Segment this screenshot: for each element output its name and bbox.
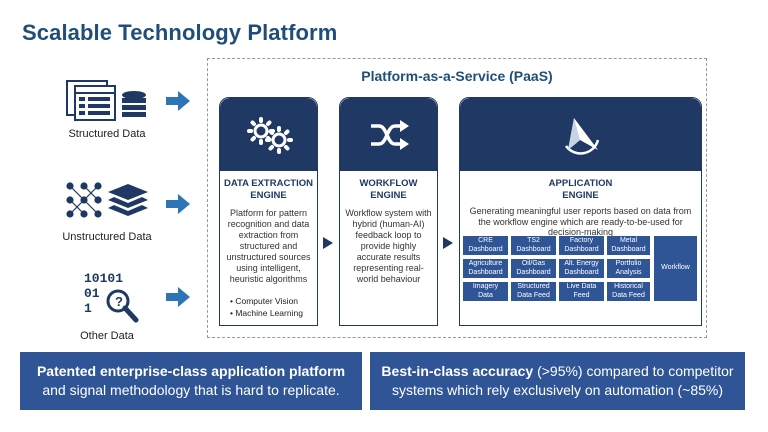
paas-title: Platform-as-a-Service (PaaS) bbox=[361, 68, 553, 84]
gears-icon bbox=[220, 98, 317, 171]
tile-workflow: Workflow bbox=[654, 236, 697, 301]
network-layers-icon bbox=[64, 180, 150, 229]
svg-text:?: ? bbox=[115, 294, 123, 309]
accuracy-rest-text-1: (>95%) compared to competitor bbox=[533, 363, 734, 379]
source-label-structured: Structured Data bbox=[68, 128, 146, 140]
chevron-right-icon bbox=[321, 236, 335, 255]
binary-search-icon: 10101 01 1 ? bbox=[84, 270, 140, 329]
application-description: Generating meaningful user reports based… bbox=[469, 206, 692, 237]
arrow-right-icon bbox=[164, 89, 192, 118]
patented-bold-text: Patented enterprise-class application pl… bbox=[36, 363, 346, 379]
tile-imagery-data: Imagery Data bbox=[463, 282, 508, 301]
extraction-title-line1: DATA EXTRACTION bbox=[223, 178, 313, 189]
extraction-bullet-computer-vision: • Computer Vision bbox=[230, 296, 299, 306]
tile-historical-data-feed: Historical Data Feed bbox=[607, 282, 650, 301]
tile-factory-dashboard: Factory Dashboard bbox=[559, 236, 604, 255]
tile-agriculture-dashboard: Agriculture Dashboard bbox=[463, 259, 508, 278]
tile-metal-dashboard: Metal Dashboard bbox=[607, 236, 650, 255]
source-label-other: Other Data bbox=[80, 330, 134, 342]
arrow-right-icon bbox=[164, 192, 192, 221]
application-title-line2: ENGINE bbox=[562, 190, 599, 201]
bottom-box-accuracy: Best-in-class accuracy (>95%) compared t… bbox=[370, 352, 745, 410]
extraction-description: Platform for pattern recognition and dat… bbox=[226, 208, 311, 284]
application-title-line1: APPLICATION bbox=[548, 178, 613, 189]
workflow-description: Workflow system with hybrid (human-AI) f… bbox=[345, 208, 432, 284]
tile-ts2-dashboard: TS2 Dashboard bbox=[511, 236, 556, 255]
workflow-engine-card: WORKFLOW ENGINE Workflow system with hyb… bbox=[339, 97, 438, 326]
workflow-title-line2: ENGINE bbox=[370, 190, 407, 201]
svg-text:1: 1 bbox=[84, 301, 92, 316]
accuracy-rest-text-2: systems which rely exclusively on automa… bbox=[391, 382, 724, 398]
page-title: Scalable Technology Platform bbox=[22, 20, 338, 45]
tile-live-data-feed: Live Data Feed bbox=[559, 282, 604, 301]
chevron-right-icon bbox=[441, 236, 455, 255]
arrow-right-icon bbox=[164, 285, 192, 314]
tile-oil-gas-dashboard: Oil/Gas Dashboard bbox=[511, 259, 556, 278]
database-table-icon bbox=[64, 78, 150, 129]
paas-frame bbox=[207, 58, 707, 338]
accuracy-bold-text: Best-in-class accuracy bbox=[381, 363, 534, 379]
tile-structured-data-feed: Structured Data Feed bbox=[511, 282, 556, 301]
svg-text:01: 01 bbox=[84, 286, 100, 301]
tile-cre-dashboard: CRE Dashboard bbox=[463, 236, 508, 255]
svg-text:10101: 10101 bbox=[84, 271, 123, 286]
source-label-unstructured: Unstructured Data bbox=[62, 231, 152, 243]
bottom-box-patented: Patented enterprise-class application pl… bbox=[20, 352, 362, 410]
data-extraction-engine-card: DATA EXTRACTION ENGINE Platform for patt… bbox=[219, 97, 318, 326]
patented-rest-text: and signal methodology that is hard to r… bbox=[42, 382, 340, 398]
workflow-title-line1: WORKFLOW bbox=[359, 178, 418, 189]
extraction-bullet-machine-learning: • Machine Learning bbox=[230, 308, 303, 318]
extraction-title-line2: ENGINE bbox=[250, 190, 287, 201]
tile-alt-energy-dashboard: Alt. Energy Dashboard bbox=[559, 259, 604, 278]
compass-pointer-icon bbox=[460, 98, 701, 171]
tile-portfolio-analysis: Portfolio Analysis bbox=[607, 259, 650, 278]
shuffle-icon bbox=[340, 98, 437, 171]
